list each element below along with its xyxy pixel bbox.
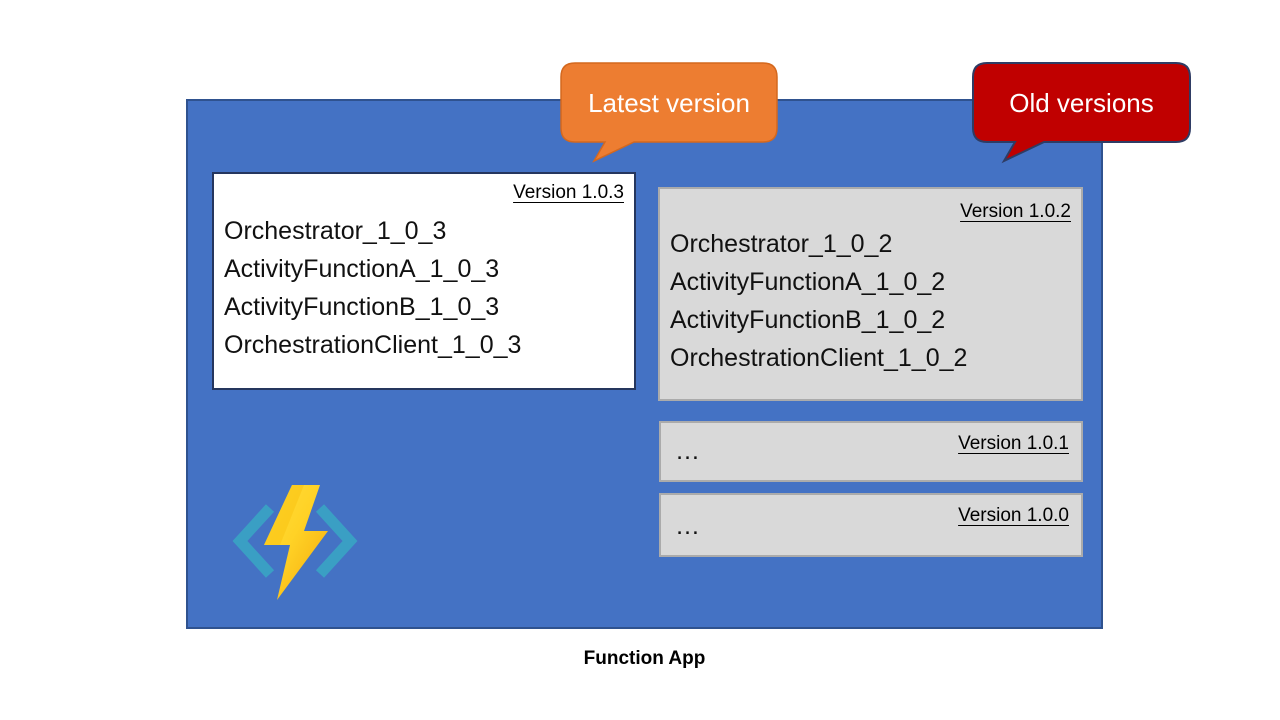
version-label: Version 1.0.1 [958, 433, 1069, 454]
azure-functions-lightning-icon [232, 485, 358, 600]
latest-version-bubble-label: Latest version [588, 87, 750, 118]
function-list-item: ActivityFunctionB_1_0_3 [224, 293, 500, 321]
version-box-1-0-2: Version 1.0.2 Orchestrator_1_0_2 Activit… [658, 187, 1083, 401]
function-list-item: OrchestrationClient_1_0_2 [670, 344, 968, 372]
function-list: Orchestrator_1_0_3 ActivityFunctionA_1_0… [224, 212, 624, 364]
version-label: Version 1.0.2 [960, 201, 1071, 222]
version-box-1-0-0: Version 1.0.0 … [659, 493, 1083, 557]
ellipsis-text: … [675, 512, 700, 540]
function-list: Orchestrator_1_0_2 ActivityFunctionA_1_0… [670, 225, 1071, 377]
ellipsis-text: … [675, 437, 700, 465]
function-list-item: Orchestrator_1_0_3 [224, 217, 447, 245]
function-list-item: ActivityFunctionA_1_0_2 [670, 268, 946, 296]
version-box-1-0-3: Version 1.0.3 Orchestrator_1_0_3 Activit… [212, 172, 636, 390]
old-versions-bubble-label: Old versions [1009, 87, 1154, 118]
function-list-item: ActivityFunctionB_1_0_2 [670, 306, 946, 334]
version-label: Version 1.0.3 [513, 182, 624, 203]
function-app-caption: Function App [583, 648, 706, 669]
function-list-item: ActivityFunctionA_1_0_3 [224, 255, 500, 283]
function-list-item: OrchestrationClient_1_0_3 [224, 331, 522, 359]
version-label: Version 1.0.0 [958, 505, 1069, 526]
function-list-item: Orchestrator_1_0_2 [670, 230, 893, 258]
version-box-1-0-1: Version 1.0.1 … [659, 421, 1083, 482]
